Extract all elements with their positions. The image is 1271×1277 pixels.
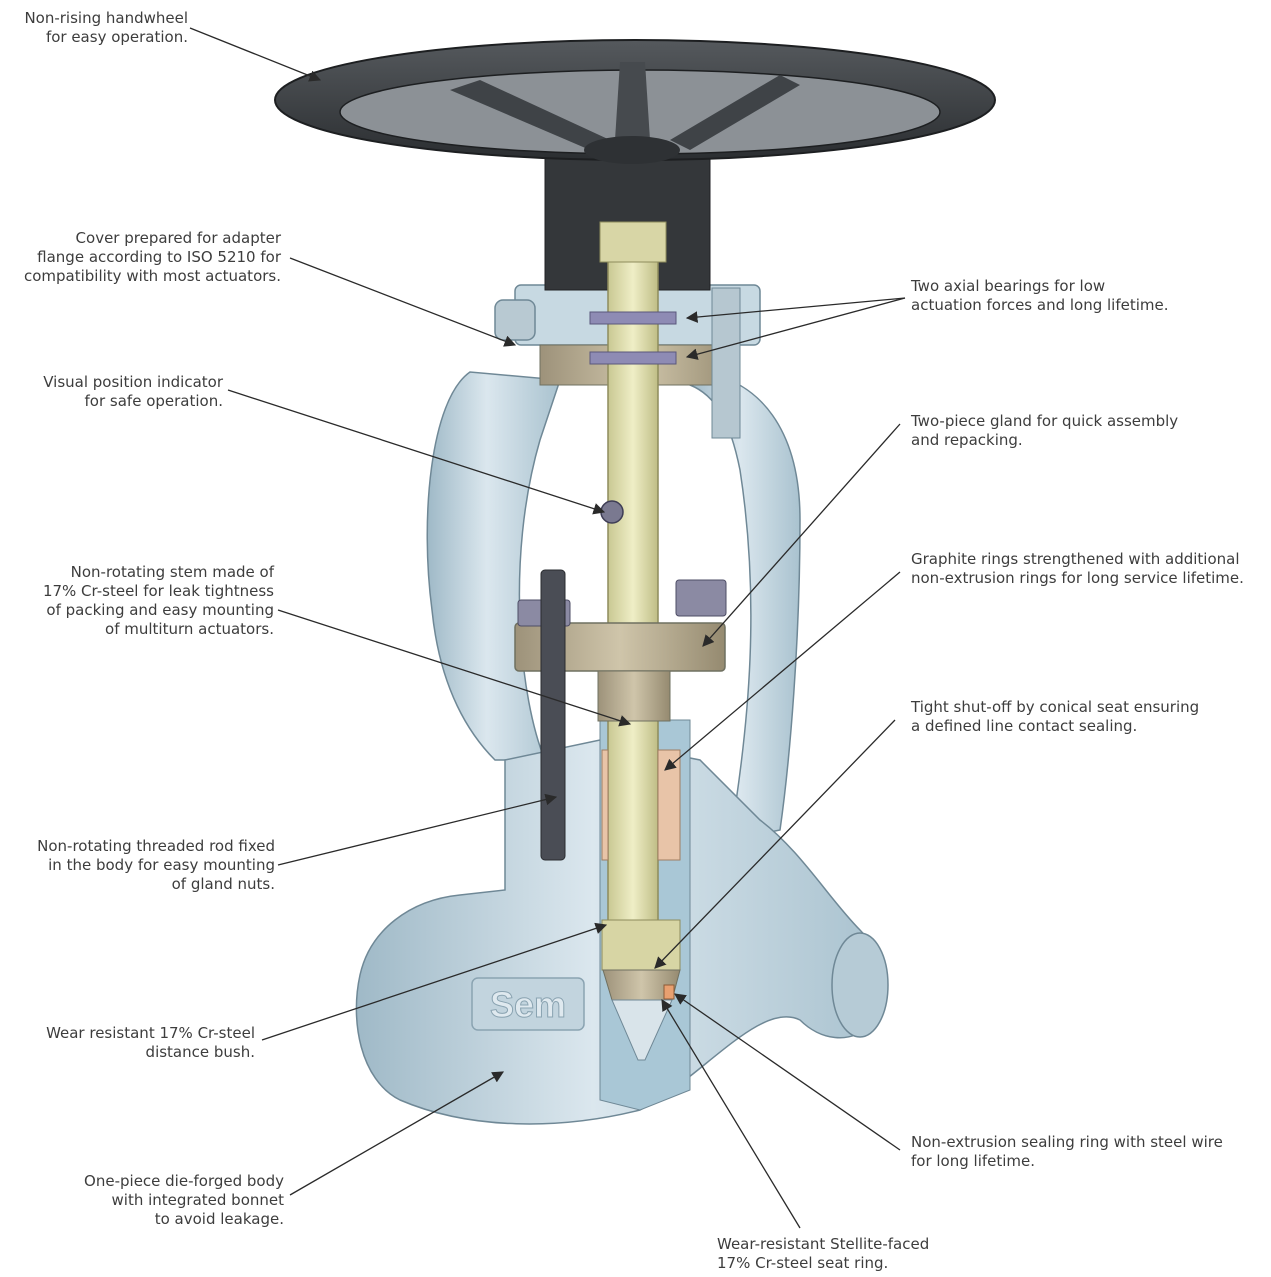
- cover-bolt-right: [711, 287, 741, 439]
- cover-left-nut: [494, 299, 536, 341]
- callout-line: with integrated bonnet: [111, 1191, 284, 1209]
- handwheel-hub: [584, 136, 680, 164]
- callout-line: Non-rotating stem made of: [70, 563, 274, 581]
- callout-stem: Non-rotating stem made of 17% Cr-steel f…: [0, 563, 274, 639]
- callout-line: Non-extrusion sealing ring with steel wi…: [911, 1133, 1223, 1151]
- leader-graphite: [664, 571, 901, 771]
- callout-line: Two-piece gland for quick assembly: [911, 412, 1179, 430]
- callout-line: One-piece die-forged body: [84, 1172, 284, 1190]
- handwheel-spoke-back: [615, 62, 650, 140]
- callout-line: Wear-resistant Stellite-faced: [717, 1235, 930, 1253]
- callout-line: and repacking.: [911, 431, 1023, 449]
- callout-line: Graphite rings strengthened with additio…: [911, 550, 1240, 568]
- leader-seatring: [661, 998, 801, 1229]
- callout-line: compatibility with most actuators.: [23, 267, 281, 285]
- callout-line: Tight shut-off by conical seat ensuring: [911, 698, 1200, 716]
- handwheel: [274, 39, 996, 164]
- leader-bearing-2: [685, 297, 906, 360]
- leader-lines: [189, 27, 906, 1229]
- callout-line: of gland nuts.: [171, 875, 275, 893]
- position-indicator: [600, 500, 624, 524]
- callout-bush: Wear resistant 17% Cr-steel distance bus…: [0, 1024, 255, 1062]
- sealing-ring: [663, 984, 675, 1000]
- callout-line: to avoid leakage.: [154, 1210, 284, 1228]
- callout-body: One-piece die-forged body with integrate…: [0, 1172, 284, 1229]
- leader-rod: [277, 793, 558, 866]
- callout-rod: Non-rotating threaded rod fixed in the b…: [0, 837, 275, 894]
- threaded-rod: [540, 569, 566, 861]
- callout-line: Cover prepared for adapter: [75, 229, 281, 247]
- leader-gland: [702, 423, 901, 647]
- callout-line: 17% Cr-steel seat ring.: [717, 1254, 889, 1272]
- callout-indicator: Visual position indicator for safe opera…: [0, 373, 223, 411]
- distance-bush: [601, 919, 681, 971]
- stem-top-bush: [599, 221, 667, 263]
- leader-handwheel: [189, 27, 322, 82]
- callout-line: Non-rotating threaded rod fixed: [37, 837, 275, 855]
- callout-line: for easy operation.: [45, 28, 188, 46]
- leader-indicator: [227, 389, 606, 515]
- callout-seat: Tight shut-off by conical seat ensuring …: [911, 698, 1199, 736]
- callout-line: non-extrusion rings for long service lif…: [911, 569, 1244, 587]
- callout-line: Visual position indicator: [43, 373, 223, 391]
- handwheel-spoke-right: [670, 75, 800, 150]
- packing-rings: [601, 749, 681, 861]
- handwheel-spoke-left: [450, 80, 610, 150]
- leader-body: [289, 1071, 505, 1196]
- callout-line: Wear resistant 17% Cr-steel: [46, 1024, 255, 1042]
- leader-stem: [277, 609, 632, 727]
- callout-graphite: Graphite rings strengthened with additio…: [911, 550, 1244, 588]
- callout-line: a defined line contact sealing.: [911, 717, 1138, 735]
- callout-nonextrusion: Non-extrusion sealing ring with steel wi…: [911, 1133, 1223, 1171]
- callout-cover: Cover prepared for adapter flange accord…: [0, 229, 281, 286]
- leader-cover: [289, 257, 517, 347]
- callout-bearings: Two axial bearings for low actuation for…: [911, 277, 1169, 315]
- callout-line: in the body for easy mounting: [48, 856, 275, 874]
- gland-body: [597, 670, 671, 722]
- body-logo: Sem: [490, 984, 566, 1025]
- bearing-lower: [589, 351, 677, 365]
- conical-plug: [611, 999, 673, 1061]
- leader-seat: [654, 719, 896, 969]
- leader-nonextrusion: [674, 993, 901, 1151]
- stem: [607, 224, 659, 976]
- callout-line: for safe operation.: [84, 392, 223, 410]
- callout-gland: Two-piece gland for quick assembly and r…: [911, 412, 1178, 450]
- gland-nut-right: [675, 579, 727, 617]
- callout-line: of multiturn actuators.: [105, 620, 274, 638]
- callout-handwheel: Non-rising handwheel for easy operation.: [0, 9, 188, 47]
- callout-line: Non-rising handwheel: [24, 9, 188, 27]
- callout-line: flange according to ISO 5210 for: [37, 248, 281, 266]
- outlet-nozzle: [831, 932, 889, 1038]
- callout-seatring: Wear-resistant Stellite-faced 17% Cr-ste…: [717, 1235, 929, 1273]
- callout-line: 17% Cr-steel for leak tightness: [42, 582, 274, 600]
- callout-line: actuation forces and long lifetime.: [911, 296, 1169, 314]
- bearing-upper: [589, 311, 677, 325]
- callout-line: for long lifetime.: [911, 1152, 1036, 1170]
- callout-line: of packing and easy mounting: [46, 601, 274, 619]
- callout-line: distance bush.: [145, 1043, 255, 1061]
- leader-bush: [261, 922, 608, 1041]
- yoke-left-arm: [426, 371, 562, 761]
- logo-plate: [471, 977, 585, 1031]
- yoke-right-arm: [688, 371, 801, 841]
- leader-bearing-1: [685, 297, 906, 323]
- callout-line: Two axial bearings for low: [911, 277, 1106, 295]
